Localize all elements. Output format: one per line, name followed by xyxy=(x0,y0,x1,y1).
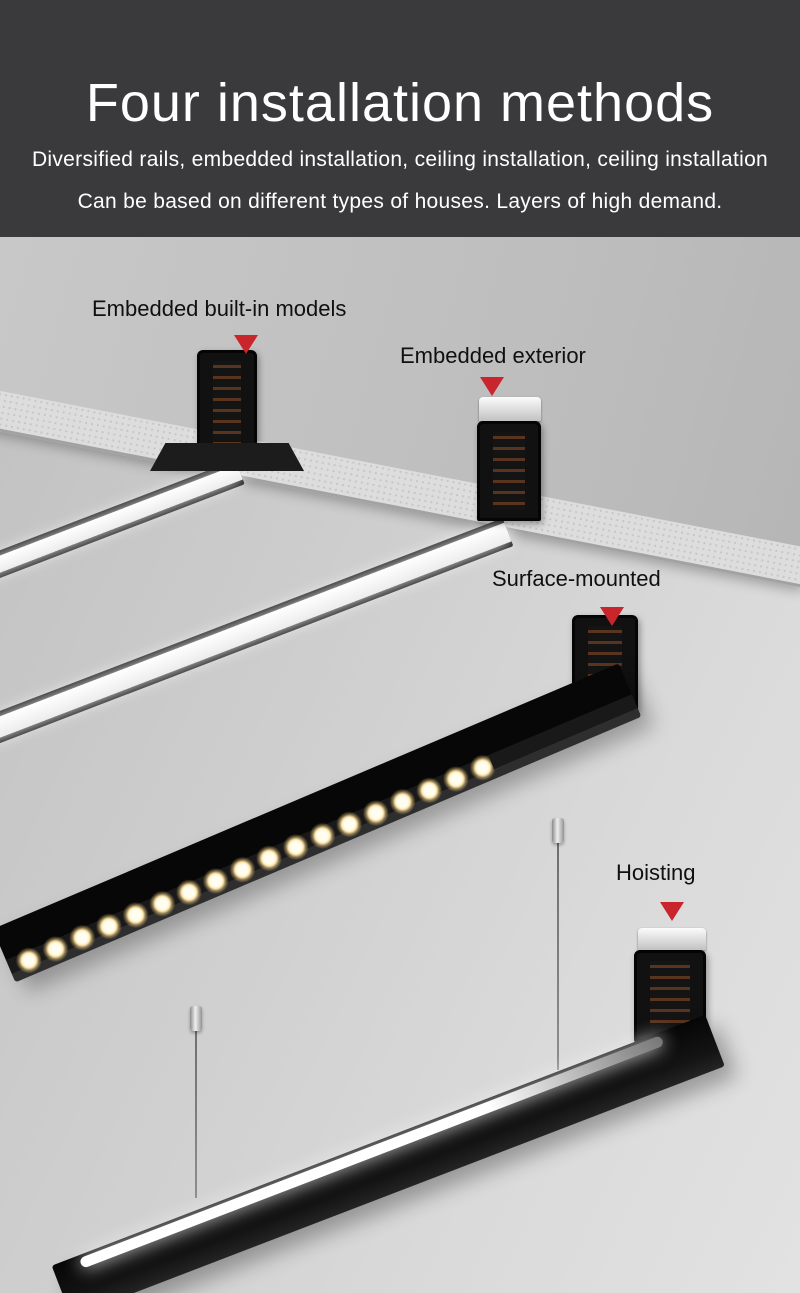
embedded-exterior-cap xyxy=(479,397,541,421)
header-band: Four installation methods Diversified ra… xyxy=(0,0,800,237)
recessed-strip-light xyxy=(0,522,512,743)
suspension-cable xyxy=(195,1018,197,1198)
arrow-down-icon xyxy=(600,607,624,626)
recessed-strip-light xyxy=(0,464,243,595)
cable-fitting xyxy=(190,1006,202,1031)
track-conductor-coils xyxy=(213,361,241,451)
hoisting-cap xyxy=(638,928,706,950)
recessed-strip-exterior xyxy=(0,517,514,747)
surface-mounted-fixture xyxy=(0,663,642,983)
track-conductor-coils xyxy=(650,961,690,1031)
hoisting-fixture xyxy=(51,1014,725,1293)
page-title: Four installation methods xyxy=(85,73,715,133)
suspension-cable xyxy=(557,830,559,1070)
arrow-down-icon xyxy=(234,335,258,354)
hoisting-light-strip xyxy=(78,1035,665,1269)
subtitle-line-2: Can be based on different types of house… xyxy=(77,190,723,213)
label-embedded-exterior: Embedded exterior xyxy=(400,343,586,368)
subtitle-line-1: Diversified rails, embedded installation… xyxy=(31,148,769,171)
track-conductor-coils xyxy=(493,432,525,510)
ceiling-scene xyxy=(0,237,800,1293)
embedded-builtin-flange xyxy=(150,443,304,471)
embedded-exterior-track-section xyxy=(477,421,541,521)
label-hoisting: Hoisting xyxy=(616,860,696,885)
label-embedded-builtin: Embedded built-in models xyxy=(92,296,347,321)
arrow-down-icon xyxy=(480,377,504,396)
arrow-down-icon xyxy=(660,902,684,921)
cable-fitting xyxy=(552,818,564,843)
recessed-strip-builtin xyxy=(0,459,245,599)
label-surface-mounted: Surface-mounted xyxy=(492,566,661,591)
led-spotlights xyxy=(10,751,497,979)
